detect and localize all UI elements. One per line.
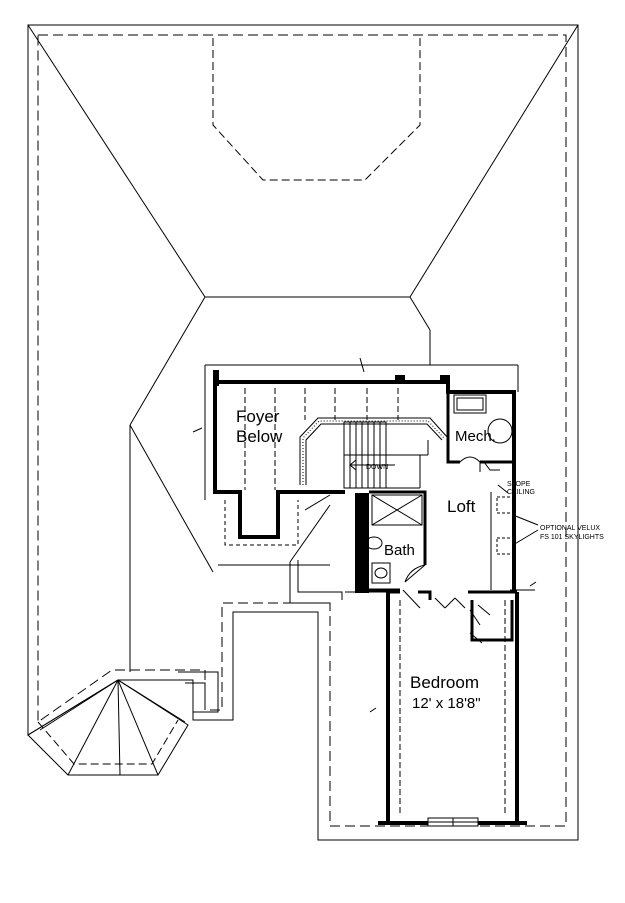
bedroom-walls-top [388, 590, 517, 642]
stairs-down-label: DOWN [366, 464, 388, 471]
loft-interior [479, 461, 537, 591]
room-label-bedroom: Bedroom [410, 673, 479, 692]
slope-ceiling-line-1: SLOPE [507, 481, 531, 488]
room-label-loft: Loft [447, 497, 476, 516]
entry-roof [178, 671, 219, 713]
wall-piers [213, 370, 450, 593]
skylight-note-line-1: OPTIONAL VELUX [540, 525, 600, 532]
room-label-foyer-2: Below [236, 427, 283, 446]
bedroom-window [427, 817, 479, 827]
mech-room [446, 392, 514, 464]
bath-room [369, 490, 427, 592]
room-label-foyer-1: Foyer [236, 407, 280, 426]
hip-roof-lines [27, 24, 579, 672]
toilet-icon [360, 535, 383, 551]
bay-roof [27, 679, 189, 776]
room-label-mech: Mech. [455, 428, 496, 445]
skylight-leader [497, 484, 539, 546]
bedroom-doors [402, 589, 491, 644]
foyer-bump-dashed [224, 500, 299, 546]
room-label-bedroom-size: 12' x 18'8" [412, 695, 481, 712]
foyer-beams [244, 388, 506, 815]
skylight-frames [496, 496, 514, 555]
bath-shower [371, 494, 423, 526]
lower-connector [253, 494, 388, 604]
sink-icon [371, 562, 391, 584]
slope-ceiling-line-2: CEILING [507, 489, 535, 496]
roof-eave-dashed [37, 34, 567, 827]
skylight-note-line-2: FS 101 SKYLIGHTS [540, 534, 604, 541]
stair-railing [299, 417, 449, 485]
stair-treads [343, 421, 429, 489]
room-label-bath: Bath [384, 542, 415, 559]
upper-cupola-dashed [212, 38, 421, 181]
bay-roof-dashed [37, 719, 179, 765]
bath-door [404, 564, 426, 583]
floor-eave-line [192, 357, 519, 713]
stairs-down-arrow [349, 459, 395, 471]
mech-equipment [453, 394, 513, 463]
